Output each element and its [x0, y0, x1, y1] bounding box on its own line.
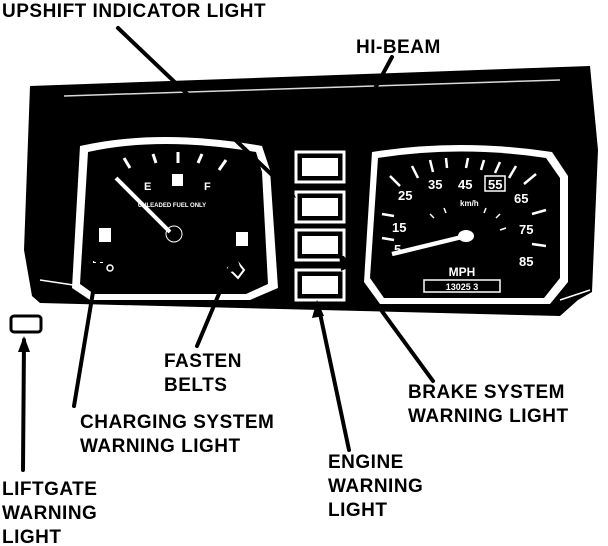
fuel-pump-icon — [172, 174, 183, 186]
brake-arrowhead — [339, 254, 352, 271]
fuel-gauge: E F UNLEADED FUEL ONLY — [72, 137, 278, 300]
charging-system-label: CHARGING SYSTEM WARNING LIGHT — [80, 412, 275, 457]
brake-leader — [341, 256, 435, 383]
charging-leader — [72, 248, 102, 408]
kmh-label: km/h — [460, 199, 479, 208]
speed-tick-label: 55 — [488, 177, 502, 192]
upshift-arrowhead — [277, 178, 296, 198]
speedometer-ticks — [381, 157, 547, 248]
fasten-belts-label: FASTEN BELTS — [164, 351, 242, 396]
speed-tick-label: 25 — [398, 188, 412, 203]
liftgate-warning-lamp — [9, 314, 43, 334]
charging-arrowhead — [94, 245, 106, 262]
fuel-needle — [114, 176, 172, 234]
upshift-indicator-label: UPSHIFT INDICATOR LIGHT — [2, 1, 267, 22]
fuel-tick — [122, 157, 132, 169]
speed-tick-label: 85 — [519, 254, 533, 269]
odometer-reading: 13025 3 — [446, 282, 479, 292]
upshift-leader — [116, 26, 294, 196]
speedometer-needle-hub — [458, 230, 474, 242]
fuel-tick — [196, 153, 204, 164]
fasten-belts-warning-lamp — [236, 232, 248, 246]
brake-system-label: BRAKE SYSTEM WARNING LIGHT — [408, 382, 569, 427]
lamp-column — [288, 146, 354, 306]
kmh-ticks — [429, 207, 507, 231]
charging-system-warning-lamp — [99, 228, 111, 242]
speedometer-unit: MPH — [449, 265, 476, 279]
hi-beam-label: HI-BEAM — [356, 37, 441, 58]
engine-leader — [316, 302, 351, 452]
odometer-window — [423, 279, 501, 293]
speedometer: 25 35 45 55 65 75 85 15 5 km/h MPH 13025… — [364, 145, 568, 304]
fuel-full-mark: F — [204, 181, 211, 193]
fuel-needle-hub — [165, 225, 183, 243]
hi-beam-leader — [344, 55, 394, 144]
fasten-belts-leader — [195, 256, 236, 348]
liftgate-leader — [21, 338, 26, 472]
fasten-belts-arrowhead — [230, 254, 241, 272]
speed-tick-label: 35 — [428, 177, 442, 192]
speed-tick-label: 15 — [392, 220, 406, 235]
speedometer-needle — [391, 233, 467, 257]
engine-warning-label: ENGINE WARNING LIGHT — [328, 452, 424, 521]
fuel-tick — [151, 153, 158, 164]
fuel-empty-mark: E — [144, 181, 151, 193]
speed-tick-label: 75 — [519, 222, 533, 237]
fuel-note: UNLEADED FUEL ONLY — [138, 203, 206, 209]
arrowheads — [18, 128, 352, 352]
liftgate-arrowhead — [18, 336, 30, 352]
speed-tick-label: 65 — [514, 191, 528, 206]
engine-arrowhead — [312, 300, 324, 318]
hi-beam-arrowhead — [337, 128, 351, 144]
fuel-tick — [217, 159, 228, 171]
speed-tick-label: 45 — [458, 177, 472, 192]
liftgate-warning-label: LIFTGATE WARNING LIGHT — [2, 479, 98, 546]
leader-lines — [21, 26, 435, 472]
speed-tick-label: 5 — [394, 242, 401, 257]
